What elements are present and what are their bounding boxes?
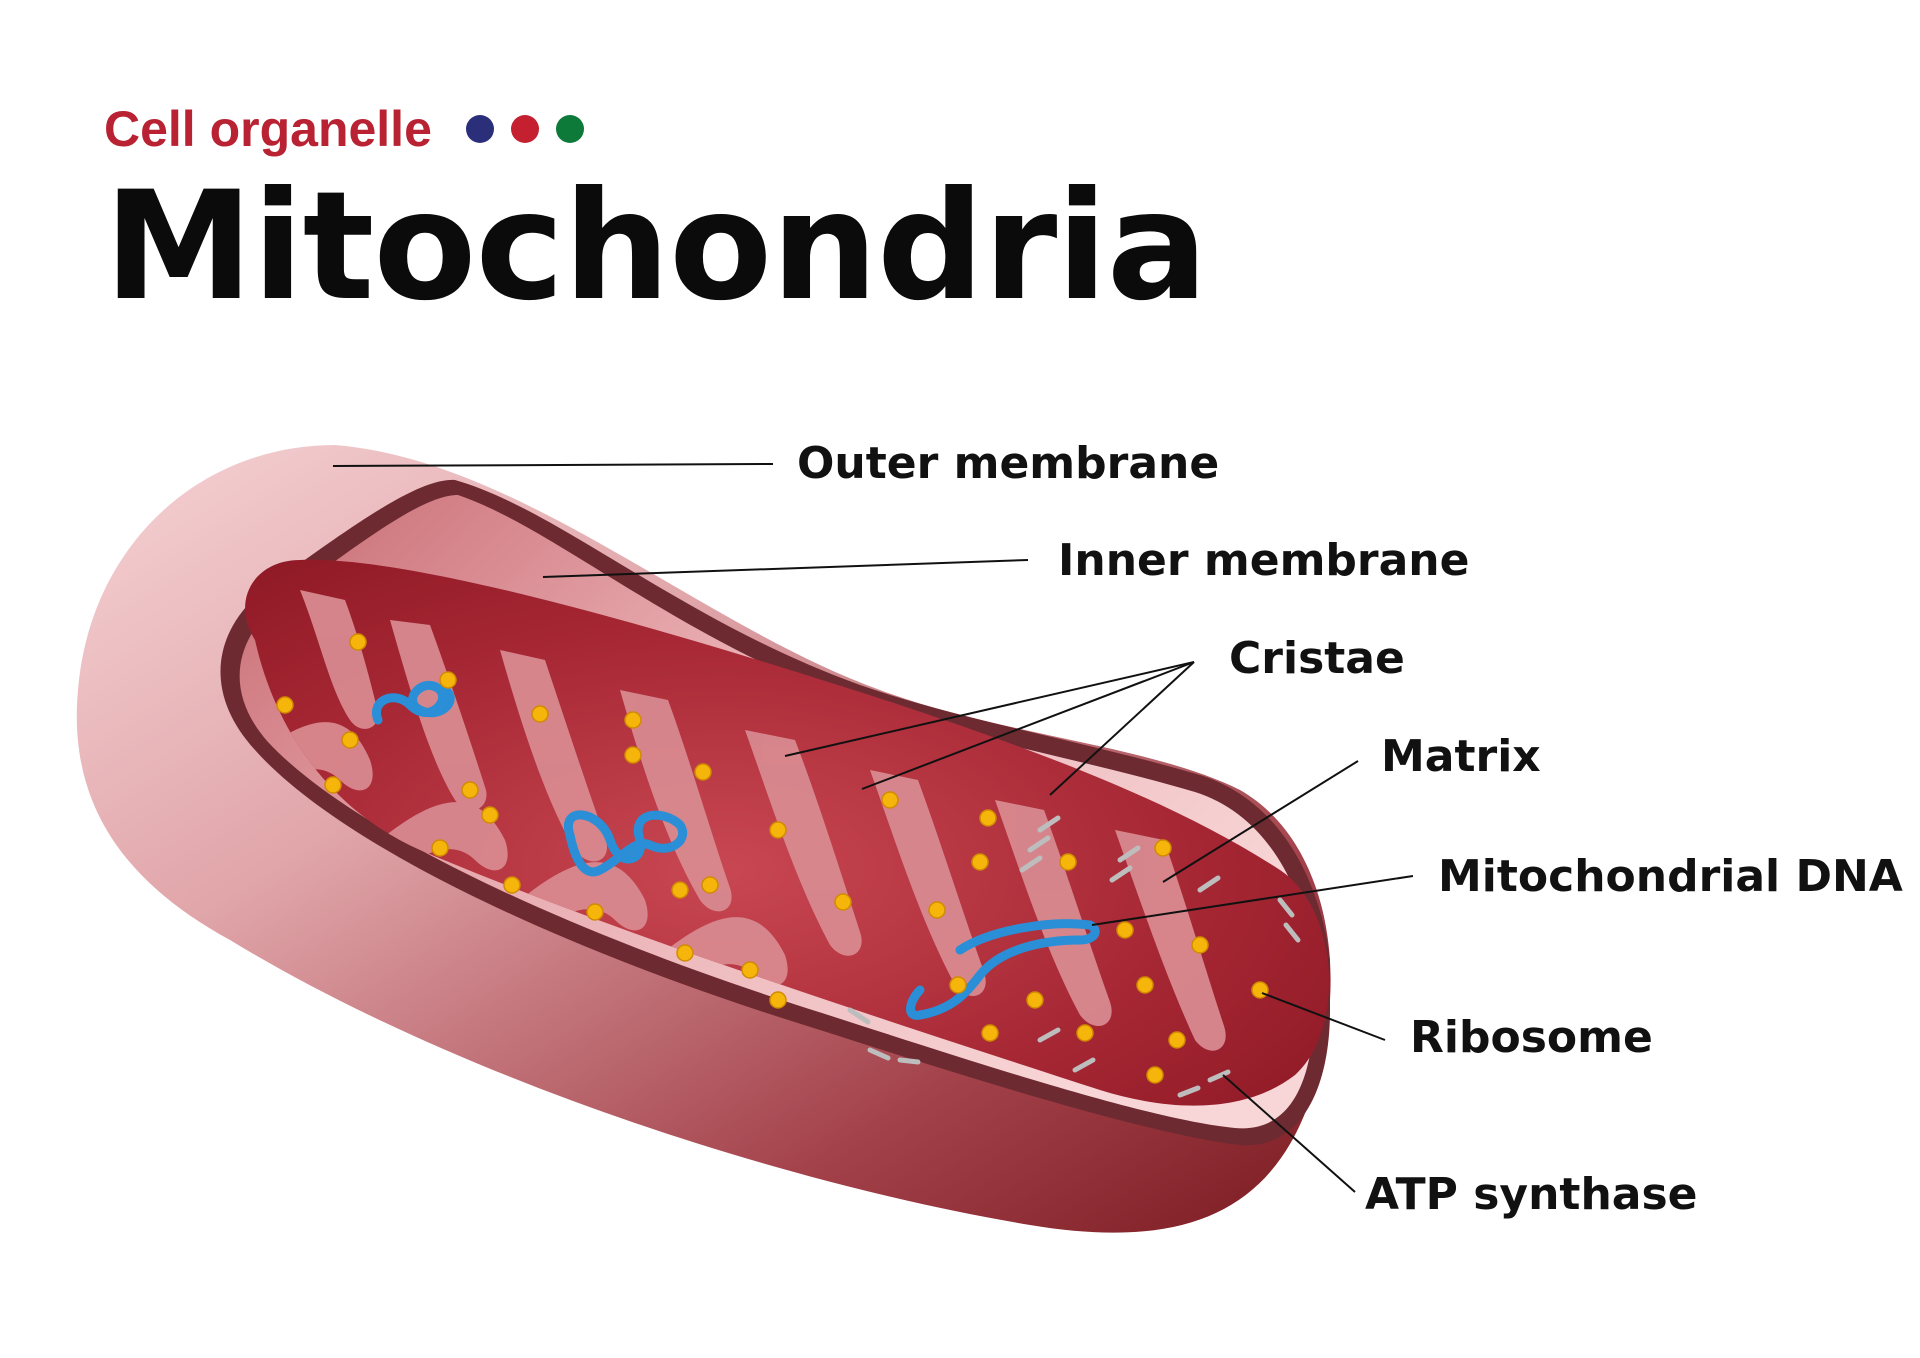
mitochondrial-dna — [372, 680, 1100, 1020]
header: Cell organelle Mitochondria — [104, 100, 1208, 334]
label-mitochondrial-dna: Mitochondrial DNA — [1438, 851, 1903, 902]
label-outer-membrane: Outer membrane — [797, 438, 1219, 489]
atp-synthase-marks — [847, 815, 1301, 1098]
page-title: Mitochondria — [104, 160, 1208, 334]
leader-lines — [332, 463, 1414, 1193]
label-cristae: Cristae — [1229, 633, 1405, 684]
color-dots — [465, 115, 584, 143]
label-inner-membrane: Inner membrane — [1058, 535, 1469, 586]
dot-red — [510, 115, 539, 143]
label-ribosome: Ribosome — [1410, 1012, 1653, 1063]
label-atp-synthase: ATP synthase — [1365, 1169, 1698, 1220]
dot-blue — [465, 115, 494, 143]
label-matrix: Matrix — [1381, 731, 1541, 782]
ribosomes — [276, 633, 1269, 1084]
dot-green — [555, 115, 584, 143]
subtitle-row: Cell organelle — [104, 100, 1207, 158]
subtitle: Cell organelle — [104, 101, 432, 157]
